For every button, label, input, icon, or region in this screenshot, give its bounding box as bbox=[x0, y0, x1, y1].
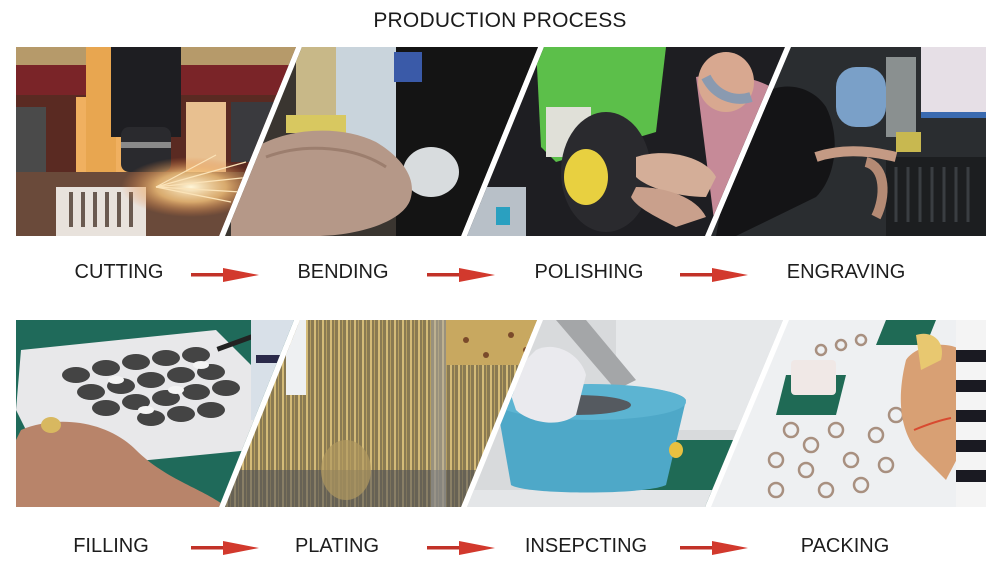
step-label-packing: PACKING bbox=[800, 535, 890, 557]
photo-strip-bottom bbox=[16, 320, 986, 507]
right-arrow-icon bbox=[680, 268, 748, 282]
step-label-plating: PLATING bbox=[294, 535, 380, 557]
step-label-bending: BENDING bbox=[297, 261, 389, 283]
step-label-cutting: CUTTING bbox=[74, 261, 164, 283]
right-arrow-icon bbox=[427, 268, 495, 282]
page-title: PRODUCTION PROCESS bbox=[373, 9, 627, 32]
right-arrow-icon bbox=[680, 541, 748, 555]
right-arrow-icon bbox=[427, 541, 495, 555]
step-label-inspecting: INSEPCTING bbox=[524, 535, 648, 557]
photo-engraving bbox=[711, 47, 986, 236]
right-arrow-icon bbox=[191, 268, 259, 282]
step-label-polishing: POLISHING bbox=[534, 261, 644, 283]
step-label-filling: FILLING bbox=[73, 535, 149, 557]
step-label-engraving: ENGRAVING bbox=[786, 261, 906, 283]
photo-strip-top bbox=[16, 47, 986, 236]
right-arrow-icon bbox=[191, 541, 259, 555]
